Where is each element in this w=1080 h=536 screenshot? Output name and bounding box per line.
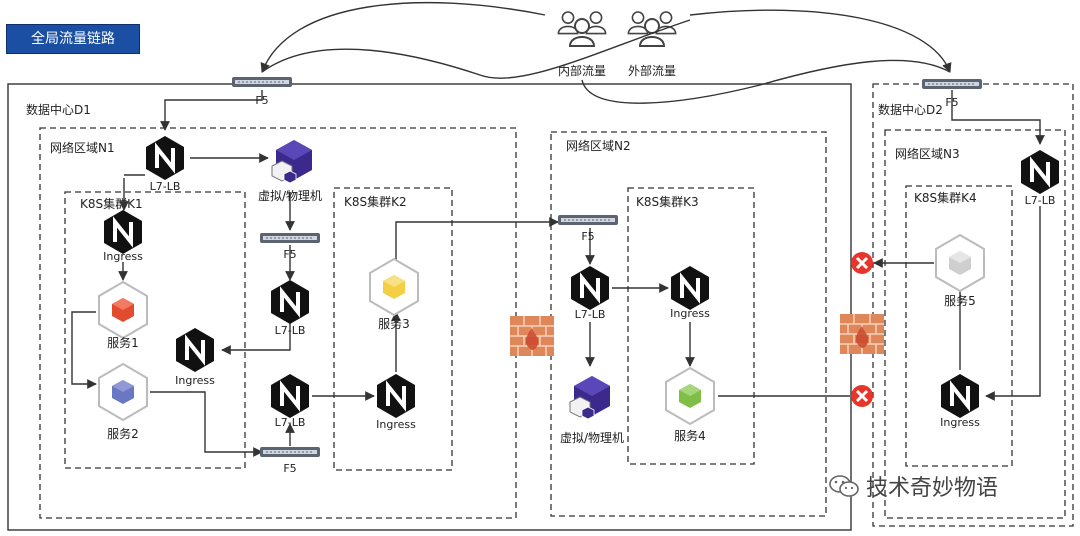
- f5-n2-switch-icon: [557, 214, 619, 226]
- edge-f5-l7lb-n3: [951, 90, 1045, 145]
- service5-label: 服务5: [944, 293, 976, 308]
- l7lb-bottom-label: L7-LB: [275, 416, 306, 429]
- datacenter-d2-label: 数据中心D2: [878, 102, 943, 117]
- service3-label: 服务3: [378, 316, 410, 331]
- ingress-k3-nginx-icon: [669, 264, 711, 312]
- f5-d1-switch-icon: [231, 76, 293, 88]
- cluster-k3-label: K8S集群K3: [636, 194, 699, 209]
- zone-n3: [884, 129, 1066, 519]
- edge-svc3-f5-n2: [395, 217, 559, 262]
- l7lb-mid-nginx-icon: [269, 278, 311, 326]
- ingress-mid-label: Ingress: [175, 374, 215, 387]
- ingress-k2-nginx-icon: [375, 372, 417, 420]
- traffic-curve-d2: [689, 9, 952, 73]
- f5-d1-label: F5: [255, 94, 268, 107]
- cluster-k1-label: K8S集群K1: [80, 196, 143, 211]
- cluster-k1: [64, 191, 246, 469]
- datacenter-d1-label: 数据中心D1: [26, 102, 91, 117]
- ingress-k3-label: Ingress: [670, 307, 710, 320]
- service1-cube-icon: [112, 298, 134, 322]
- external-traffic-label: 外部流量: [628, 63, 676, 78]
- cluster-k2-label: K8S集群K2: [344, 194, 407, 209]
- zone-n2-label: 网络区域N2: [566, 138, 631, 153]
- firewall-d1-d2-icon: [839, 313, 885, 355]
- cluster-k4: [905, 185, 1013, 467]
- edge-svc2-f5-bottom: [150, 391, 263, 457]
- l7lb-n1-label: L7-LB: [150, 180, 181, 193]
- f5-mid-label: F5: [283, 248, 296, 261]
- f5-bottom-label: F5: [283, 462, 296, 475]
- l7lb-mid-label: L7-LB: [275, 324, 306, 337]
- edge-svc1-svc2: [71, 311, 97, 389]
- service4-cube-icon: [679, 384, 701, 408]
- wechat-icon: [829, 475, 859, 497]
- page-title: 全局流量链路: [6, 24, 140, 54]
- ingress-mid-nginx-icon: [174, 326, 216, 374]
- vm-n2-icon: [569, 375, 611, 420]
- f5-d2-label: F5: [945, 96, 958, 109]
- internal-users-icon: [557, 11, 607, 47]
- ingress-k4-label: Ingress: [940, 416, 980, 429]
- f5-bottom-switch-icon: [259, 446, 321, 458]
- service2-cube-icon: [112, 380, 134, 404]
- l7lb-n3-nginx-icon: [1019, 148, 1061, 196]
- service1-label: 服务1: [107, 335, 139, 350]
- watermark-text: 技术奇妙物语: [866, 476, 999, 501]
- ingress-k4-nginx-icon: [939, 372, 981, 420]
- service4-label: 服务4: [674, 428, 706, 443]
- traffic-curve-d2-b: [581, 59, 951, 104]
- watermark: 技术奇妙物语: [828, 470, 998, 502]
- l7lb-bottom-nginx-icon: [269, 372, 311, 420]
- zone-n3-label: 网络区域N3: [895, 146, 960, 161]
- l7lb-n1-nginx-icon: [144, 134, 186, 182]
- l7lb-n2-nginx-icon: [569, 264, 611, 312]
- blocked-service4-icon: [849, 383, 875, 409]
- traffic-curve-d1-b: [261, 19, 691, 79]
- edge-f5-l7lb-n1: [160, 90, 263, 131]
- blocked-service5-icon: [849, 250, 875, 276]
- f5-n2-label: F5: [581, 230, 594, 243]
- f5-mid-switch-icon: [259, 232, 321, 244]
- l7lb-n2-label: L7-LB: [575, 308, 606, 321]
- vm-n1-icon: [271, 139, 313, 184]
- zone-n2: [550, 131, 827, 517]
- datacenter-d1: [7, 83, 852, 531]
- l7lb-n3-label: L7-LB: [1025, 194, 1056, 207]
- edge-l7lb-ingress-mid: [221, 322, 291, 355]
- vm-n2-label: 虚拟/物理机: [560, 431, 624, 445]
- internal-traffic-label: 内部流量: [558, 63, 606, 78]
- vm-n1-label: 虚拟/物理机: [258, 189, 322, 203]
- ingress-k1-label: Ingress: [103, 250, 143, 263]
- zone-n1-label: 网络区域N1: [50, 140, 115, 155]
- firewall-n1-n2-icon: [509, 315, 555, 357]
- f5-d2-switch-icon: [921, 78, 983, 90]
- traffic-curve-d1: [260, 1, 546, 73]
- service3-cube-icon: [383, 275, 405, 299]
- service2-label: 服务2: [107, 426, 139, 441]
- cluster-k4-label: K8S集群K4: [914, 190, 977, 205]
- ingress-k1-nginx-icon: [102, 208, 144, 256]
- service5-cube-icon: [949, 251, 971, 275]
- edge-l7lb-ingress-k4: [985, 206, 1041, 401]
- external-users-icon: [627, 11, 677, 47]
- cluster-k3: [627, 187, 755, 465]
- ingress-k2-label: Ingress: [376, 418, 416, 431]
